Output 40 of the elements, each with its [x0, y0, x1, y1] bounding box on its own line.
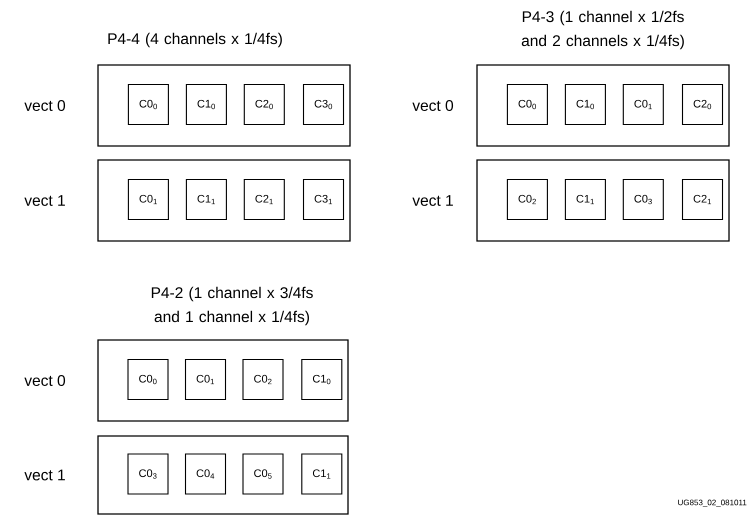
channel-cell: C3$_{0}$: [302, 84, 344, 126]
channel-cell: C0$_{0}$: [127, 358, 169, 400]
channel-cell: C0$_{1}$: [622, 84, 664, 126]
channel-cell: C0$_{4}$: [184, 453, 226, 495]
channel-cell: C2$_{0}$: [244, 84, 285, 126]
panel-title: P4-3 (1 channel x 1/2fs and 2 channels x 1/4fs): [522, 10, 684, 50]
channel-cell: C1$_{0}$: [186, 84, 227, 126]
channel-cell: C3$_{1}$: [302, 178, 344, 220]
channel-cell: C0$_{1}$: [184, 358, 226, 400]
channel-cell: C0$_{5}$: [242, 453, 284, 495]
channel-cell: C0$_{1}$: [128, 178, 169, 220]
row-label: vect 0: [24, 375, 66, 386]
channel-cell: C0$_{2}$: [242, 358, 284, 400]
row-label: vect 0: [412, 100, 454, 111]
channel-cell: C2$_{0}$: [682, 84, 724, 126]
vector-box: [97, 435, 349, 515]
panel-title: P4-2 (1 channel x 3/4fs and 1 channel x 1/4fs): [152, 286, 313, 326]
channel-cell: C2$_{1}$: [682, 178, 724, 220]
channel-cell: C0$_{3}$: [127, 453, 169, 495]
row-label: vect 0: [24, 100, 66, 111]
channel-cell: C0$_{2}$: [506, 178, 548, 220]
channel-cell: C0$_{0}$: [506, 84, 548, 126]
panel-title: P4-4 (4 channels x 1/4fs): [108, 32, 282, 48]
channel-cell: C0$_{3}$: [622, 178, 664, 220]
figure-id: UG853_02_081011: [678, 500, 746, 507]
channel-cell: C1$_{1}$: [301, 453, 342, 495]
vector-box: [97, 339, 349, 422]
channel-cell: C1$_{1}$: [564, 178, 606, 220]
vector-box: [476, 159, 730, 242]
vector-box: [97, 64, 351, 147]
vector-box: [476, 64, 730, 147]
row-label: vect 1: [412, 195, 453, 206]
row-label: vect 1: [24, 470, 65, 480]
channel-cell: C2$_{1}$: [244, 178, 285, 220]
vector-box: [97, 159, 351, 242]
channel-cell: C1$_{0}$: [564, 84, 606, 126]
channel-cell: C1$_{0}$: [301, 358, 342, 400]
channel-cell: C0$_{0}$: [128, 84, 169, 126]
channel-cell: C1$_{1}$: [186, 178, 227, 220]
row-label: vect 1: [24, 195, 65, 206]
